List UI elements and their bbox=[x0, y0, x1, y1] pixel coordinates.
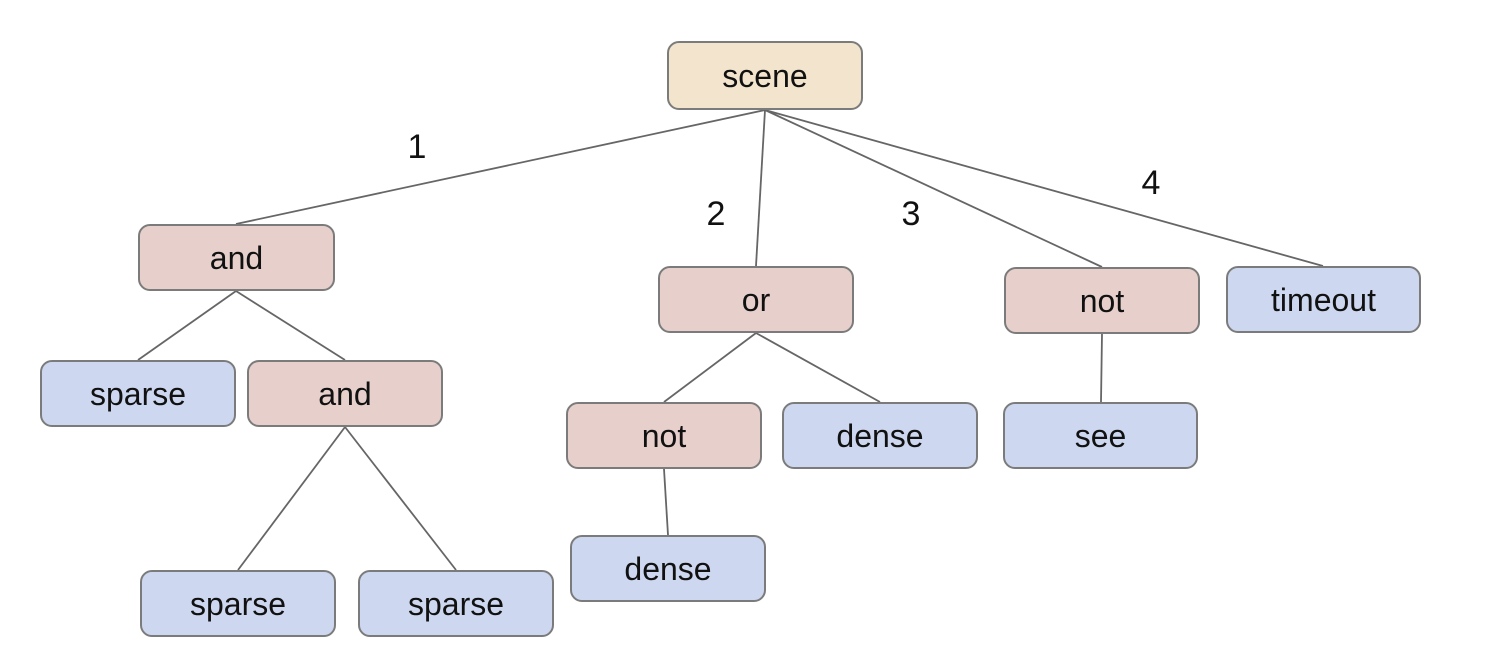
edge-and1-and2 bbox=[235, 290, 346, 361]
edge-label-3: 3 bbox=[901, 195, 921, 233]
edge-not1-see1 bbox=[1100, 333, 1103, 403]
edge-scene-or1 bbox=[755, 109, 766, 267]
tree-node-and-2: and bbox=[247, 360, 443, 427]
tree-node-not-1: not bbox=[1004, 267, 1200, 334]
tree-node-scene: scene bbox=[667, 41, 863, 110]
tree-node-not-2: not bbox=[566, 402, 762, 469]
tree-node-dense-2: dense bbox=[570, 535, 766, 602]
tree-node-timeout-1: timeout bbox=[1226, 266, 1421, 333]
tree-node-sparse-2: sparse bbox=[140, 570, 336, 637]
tree-node-dense-1: dense bbox=[782, 402, 978, 469]
edge-scene-timeout bbox=[764, 109, 1324, 267]
edge-not2-dense2 bbox=[663, 468, 669, 536]
edge-or1-dense1 bbox=[755, 332, 881, 403]
tree-node-sparse-3: sparse bbox=[358, 570, 554, 637]
tree-node-and-1: and bbox=[138, 224, 335, 291]
edge-label-4: 4 bbox=[1141, 164, 1161, 202]
tree-node-or-1: or bbox=[658, 266, 854, 333]
edge-scene-and1 bbox=[235, 109, 766, 225]
tree-node-sparse-1: sparse bbox=[40, 360, 236, 427]
edge-scene-not1 bbox=[764, 109, 1103, 268]
edge-and2-sparse2 bbox=[237, 426, 346, 571]
edge-and2-sparse3 bbox=[344, 426, 457, 571]
edge-label-2: 2 bbox=[706, 195, 726, 233]
edge-label-1: 1 bbox=[407, 128, 427, 166]
edge-or1-not2 bbox=[663, 332, 757, 403]
tree-node-see-1: see bbox=[1003, 402, 1198, 469]
edge-and1-sparse1 bbox=[137, 290, 237, 361]
